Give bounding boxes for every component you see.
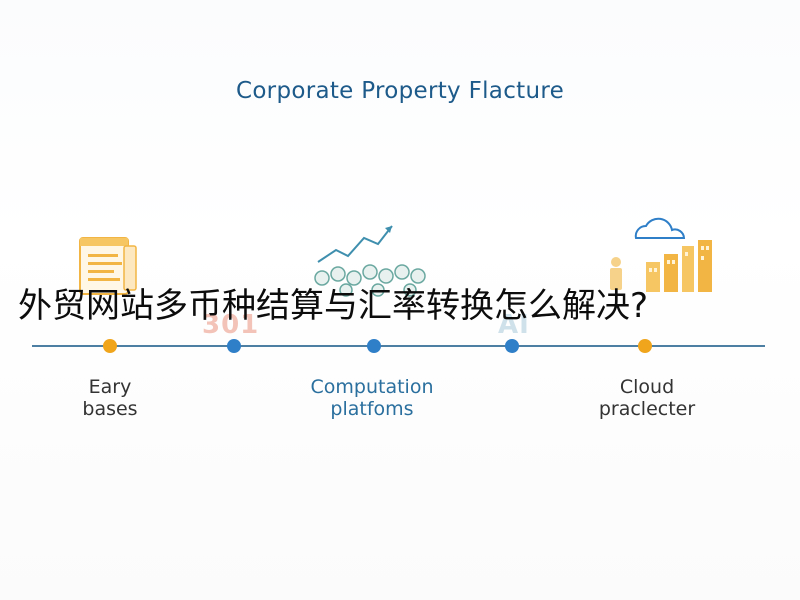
chart-coins-icon (308, 222, 438, 302)
timeline-node-2 (227, 339, 241, 353)
milestone-label-line1: Eary (88, 376, 132, 398)
milestone-label-line2: praclecter (598, 398, 696, 420)
cloud-buildings-icon (604, 210, 724, 302)
milestone-label-early: Eary bases (20, 376, 200, 420)
milestone-label-line1: Computation (310, 376, 434, 398)
faint-label-left: 301 (202, 310, 260, 340)
faint-label-right: AI (498, 310, 530, 340)
milestone-label-line1: Cloud (619, 376, 675, 398)
diagram-title: Corporate Property Flacture (235, 78, 565, 104)
timeline-line (32, 345, 765, 347)
timeline-node-4 (505, 339, 519, 353)
timeline-node-3 (367, 339, 381, 353)
timeline-node-1 (103, 339, 117, 353)
milestone-label-cloud: Cloud praclecter (557, 376, 737, 420)
milestone-label-line2: bases (82, 398, 138, 420)
milestone-label-computation: Computation platfoms (282, 376, 462, 420)
milestone-label-line2: platfoms (330, 398, 414, 420)
timeline-node-5 (638, 339, 652, 353)
overlay-heading: 外贸网站多币种结算与汇率转换怎么解决? (18, 286, 649, 326)
document-icon (74, 234, 144, 298)
